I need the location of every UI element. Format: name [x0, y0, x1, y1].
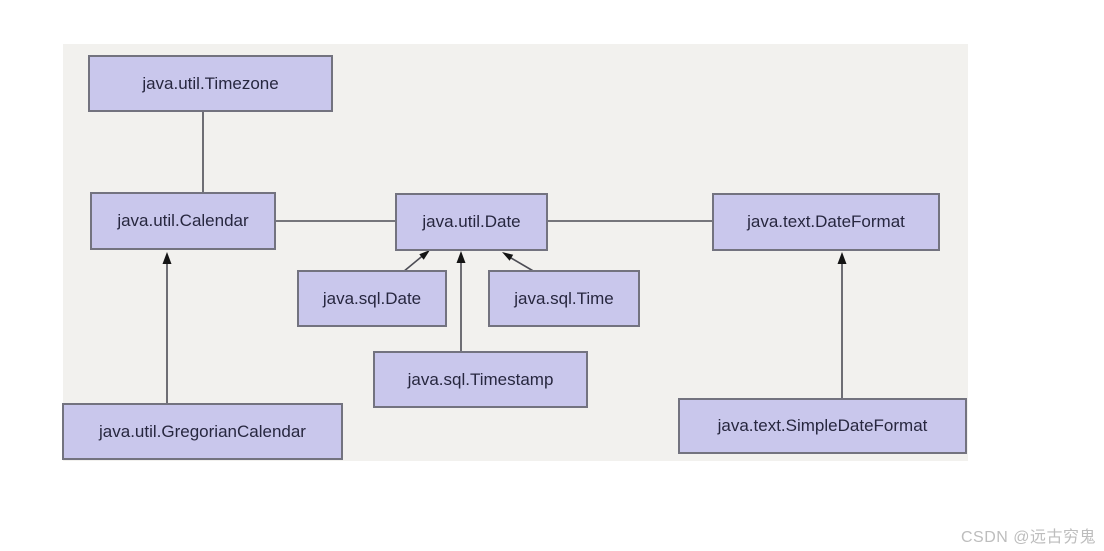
node-java-sql-date: java.sql.Date [297, 270, 447, 327]
node-java-sql-timestamp: java.sql.Timestamp [373, 351, 588, 408]
node-java-util-date: java.util.Date [395, 193, 548, 251]
node-java-util-timezone: java.util.Timezone [88, 55, 333, 112]
node-java-util-gregoriancalendar: java.util.GregorianCalendar [62, 403, 343, 460]
node-java-sql-time: java.sql.Time [488, 270, 640, 327]
csdn-watermark: CSDN @远古穷鬼 [960, 529, 1096, 546]
node-java-text-dateformat: java.text.DateFormat [712, 193, 940, 251]
node-java-util-calendar: java.util.Calendar [90, 192, 276, 250]
node-java-text-simpledateformat: java.text.SimpleDateFormat [678, 398, 967, 454]
